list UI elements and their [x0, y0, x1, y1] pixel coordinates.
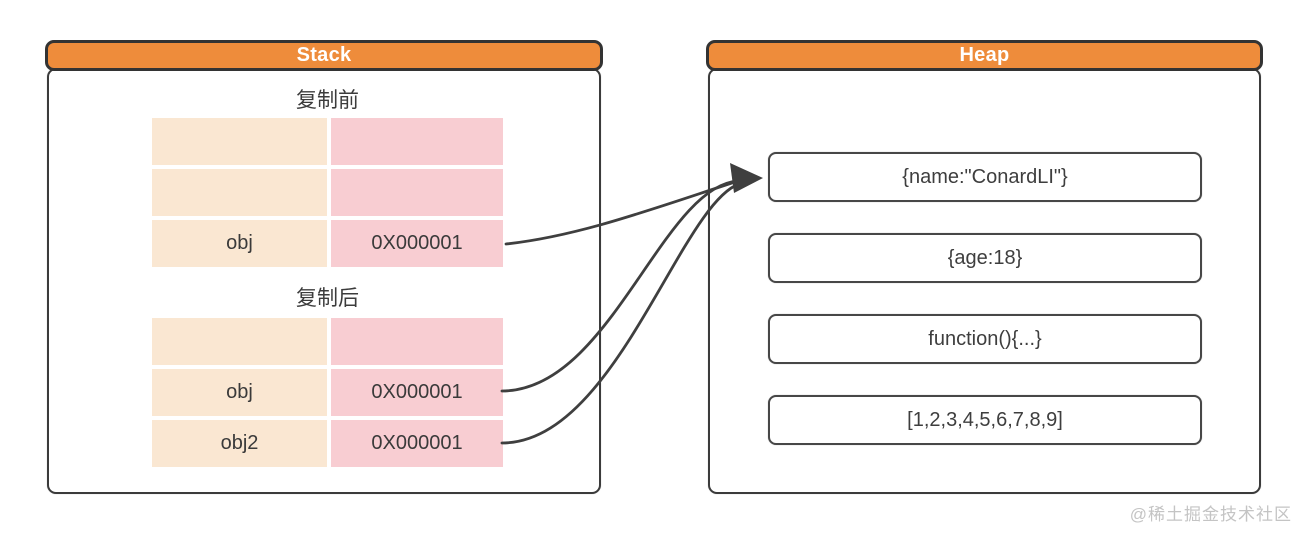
after-row3-name-cell: obj2 [152, 420, 327, 467]
before-copy-label: 复制前 [296, 89, 359, 112]
before-row1-addr-cell [331, 118, 503, 165]
heap-object-array: [1,2,3,4,5,6,7,8,9] [768, 395, 1202, 445]
heap-panel-title: Heap [959, 44, 1010, 66]
before-row3-name-cell: obj [152, 220, 327, 267]
watermark: @稀土掘金技术社区 [1129, 505, 1292, 524]
before-row1-name-cell [152, 118, 327, 165]
before-row2-addr-cell [331, 169, 503, 216]
after-row3-addr-cell: 0X000001 [331, 420, 503, 467]
stack-panel-header: Stack [45, 40, 603, 71]
before-row3-addr-cell: 0X000001 [331, 220, 503, 267]
heap-panel: Heap {name:"ConardLI"} {age:18} function… [706, 40, 1263, 494]
after-copy-label: 复制后 [296, 287, 359, 310]
after-row1-name-cell [152, 318, 327, 365]
heap-object-function: function(){...} [768, 314, 1202, 364]
after-row2-name-cell: obj [152, 369, 327, 416]
heap-object-age: {age:18} [768, 233, 1202, 283]
heap-object-name: {name:"ConardLI"} [768, 152, 1202, 202]
stack-panel: Stack 复制前 obj 0X000001 复制后 obj 0X000001 … [45, 40, 603, 494]
stack-panel-title: Stack [296, 44, 352, 66]
heap-panel-header: Heap [706, 40, 1263, 71]
after-row2-addr-cell: 0X000001 [331, 369, 503, 416]
after-row1-addr-cell [331, 318, 503, 365]
before-row2-name-cell [152, 169, 327, 216]
